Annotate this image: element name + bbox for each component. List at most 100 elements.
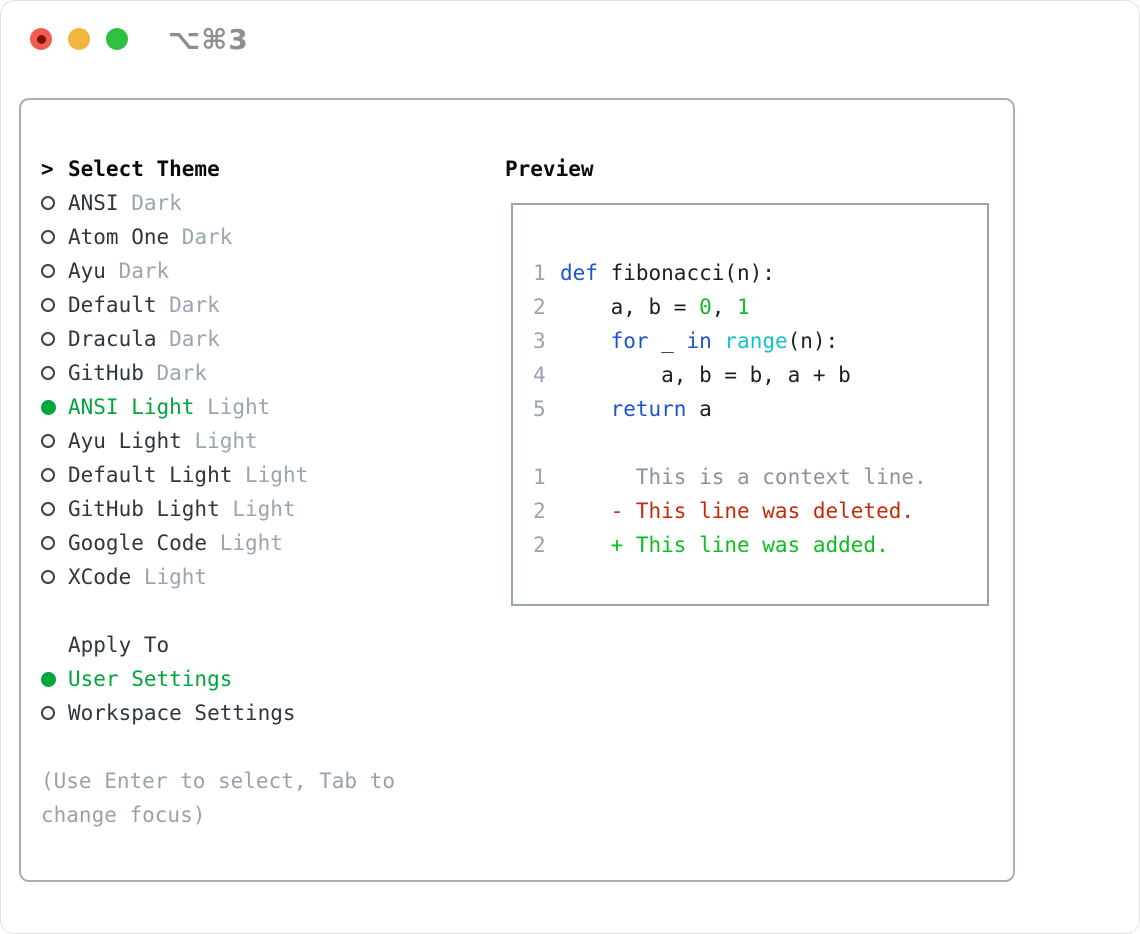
radio-icon [41,332,55,346]
radio-gutter [41,570,68,584]
code-segment: 1 [737,295,750,319]
radio-gutter [41,196,68,210]
close-button[interactable] [30,28,52,50]
theme-option[interactable]: Default Dark [41,288,491,322]
radio-selected-icon [41,399,56,415]
radio-icon [41,230,55,244]
code-segment [560,329,611,353]
code-segment: def [560,261,598,285]
theme-option[interactable]: Google Code Light [41,526,491,560]
window-shortcut-label: ⌥⌘3 [168,22,249,56]
code-segment: _ [648,329,687,353]
theme-variant-tag: Light [219,497,296,521]
code-segment: fibonacci(n): [597,261,775,285]
line-number: 2 [533,295,546,319]
code-segment: 0 [699,295,712,319]
diff-line: 1 This is a context line. [533,460,927,494]
radio-gutter [41,298,68,312]
theme-variant-tag: Light [181,429,258,453]
theme-name: Default Light [68,463,233,487]
theme-option[interactable]: GitHub Light Light [41,492,491,526]
code-segment: return [610,397,687,421]
theme-variant-tag: Light [207,531,283,555]
line-number: 4 [533,363,546,387]
theme-variant-tag: Dark [105,259,170,283]
theme-option[interactable]: Default Light Light [41,458,491,492]
radio-gutter [41,468,68,482]
theme-variant-tag: Dark [156,327,220,351]
code-segment: a [686,397,712,421]
theme-name: Default [68,293,157,317]
radio-icon [41,434,55,448]
theme-name: ANSI [68,191,119,215]
radio-icon [41,298,55,312]
code-line: 5 return a [533,392,927,426]
apply-option[interactable]: Workspace Settings [41,696,491,730]
line-number: 2 [533,499,546,523]
code-segment: a, b = [560,295,700,319]
radio-icon [41,502,55,516]
code-segment: (n): [787,329,839,353]
spacer [41,594,491,628]
theme-name: Google Code [68,531,208,555]
minimize-button[interactable] [68,28,90,50]
spacer [41,730,491,764]
theme-variant-tag: Light [131,565,208,589]
radio-gutter [41,264,68,278]
theme-option[interactable]: Dracula Dark [41,322,491,356]
radio-gutter [41,399,68,415]
theme-variant-tag: Dark [118,191,182,215]
selection-cursor-icon: > [41,157,54,181]
radio-gutter [41,366,68,380]
apply-to-header-row: Apply To [41,628,491,662]
theme-option[interactable]: Ayu Light Light [41,424,491,458]
titlebar: ⌥⌘3 [30,23,249,56]
preview-header: Preview [505,157,594,181]
radio-gutter [41,536,68,550]
theme-name: GitHub Light [68,497,220,521]
help-text-line: change focus) [41,803,206,827]
theme-option[interactable]: Atom One Dark [41,220,491,254]
code-segment: - This line was deleted. [560,499,915,523]
diff-line: 2 - This line was deleted. [533,494,927,528]
code-line: 2 a, b = 0, 1 [533,290,927,324]
code-segment: for [610,329,649,353]
theme-option[interactable]: GitHub Dark [41,356,491,390]
apply-option-label: Workspace Settings [68,701,296,725]
apply-to-header: Apply To [68,633,170,657]
theme-variant-tag: Light [232,463,309,487]
theme-name: XCode [68,565,132,589]
theme-option[interactable]: ANSI Dark [41,186,491,220]
radio-icon [41,570,55,584]
radio-gutter [41,332,68,346]
line-number: 2 [533,533,546,557]
line-number: 5 [533,397,546,421]
radio-selected-icon [41,671,56,687]
theme-option[interactable]: ANSI Light Light [41,390,491,424]
radio-icon [41,706,55,720]
radio-gutter [41,671,68,687]
theme-option[interactable]: XCode Light [41,560,491,594]
line-number: 1 [533,465,546,489]
apply-option-label: User Settings [68,667,233,691]
theme-variant-tag: Dark [143,361,208,385]
radio-gutter [41,706,68,720]
select-theme-header-row: > Select Theme [41,152,491,186]
theme-name: GitHub [68,361,144,385]
theme-name: Dracula [68,327,157,351]
theme-name: Ayu [68,259,106,283]
theme-name: ANSI Light [68,395,195,419]
zoom-button[interactable] [106,28,128,50]
theme-name: Atom One [68,225,170,249]
code-segment: range [724,329,788,353]
apply-option[interactable]: User Settings [41,662,491,696]
spacer [533,426,927,460]
theme-option[interactable]: Ayu Dark [41,254,491,288]
